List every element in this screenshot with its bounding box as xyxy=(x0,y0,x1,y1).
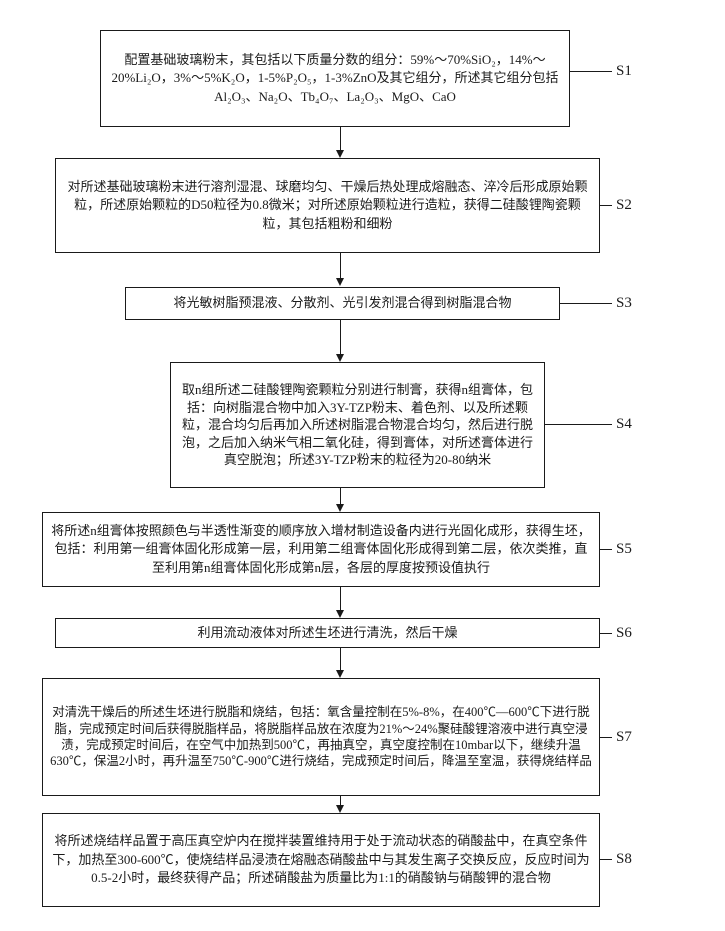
step-label-s7: S7 xyxy=(616,729,632,745)
connector-line-s2 xyxy=(600,205,612,206)
flow-arrow-head-4 xyxy=(336,504,344,512)
flow-step-text-s7: 对清洗干燥后的所述生坯进行脱脂和烧结，包括：氧含量控制在5%-8%，在400℃—… xyxy=(50,705,592,769)
flow-step-box-s8: 将所述烧结样品置于高压真空炉内在搅拌装置维持用于处于流动状态的硝酸盐中，在真空条… xyxy=(42,813,600,907)
flow-arrow-head-2 xyxy=(336,278,344,286)
flow-step-box-s5: 将所述n组膏体按照颜色与半透性渐变的顺序放入增材制造设备内进行光固化成形，获得生… xyxy=(42,512,600,587)
flow-step-text-s5: 将所述n组膏体按照颜色与半透性渐变的顺序放入增材制造设备内进行光固化成形，获得生… xyxy=(51,522,591,575)
flow-arrow-head-6 xyxy=(336,670,344,678)
flow-arrow-head-3 xyxy=(336,354,344,362)
connector-line-s3 xyxy=(560,303,612,304)
flow-step-text-s6: 利用流动液体对所述生坯进行清洗，然后干燥 xyxy=(197,624,458,640)
flow-step-box-s2: 对所述基础玻璃粉末进行溶剂湿混、球磨均匀、干燥后热处理成熔融态、淬冷后形成原始颗… xyxy=(55,158,600,253)
step-label-s4: S4 xyxy=(616,416,632,432)
flow-step-box-s7: 对清洗干燥后的所述生坯进行脱脂和烧结，包括：氧含量控制在5%-8%，在400℃—… xyxy=(42,678,600,796)
flow-arrow-line-4 xyxy=(340,488,341,505)
step-label-s1: S1 xyxy=(616,63,632,79)
flow-arrow-line-6 xyxy=(340,648,341,671)
flow-step-box-s3: 将光敏树脂预混液、分散剂、光引发剂混合得到树脂混合物 xyxy=(125,287,560,320)
step-label-s2: S2 xyxy=(616,197,632,213)
step-label-s5: S5 xyxy=(616,541,632,557)
flow-step-text-s4: 取n组所述二硅酸锂陶瓷颗粒分别进行制膏，获得n组膏体，包括：向树脂混合物中加入3… xyxy=(181,382,533,468)
step-label-s8: S8 xyxy=(616,851,632,867)
flow-arrow-line-2 xyxy=(340,253,341,279)
flow-arrow-line-1 xyxy=(340,127,341,151)
flow-step-box-s1: 配置基础玻璃粉末，其包括以下质量分数的组分：59%～70%SiO₂，14%～20… xyxy=(100,30,570,127)
flow-arrow-line-5 xyxy=(340,587,341,611)
connector-line-s5 xyxy=(600,549,612,550)
flow-step-text-s2: 对所述基础玻璃粉末进行溶剂湿混、球磨均匀、干燥后热处理成熔融态、淬冷后形成原始颗… xyxy=(67,178,588,231)
flow-arrow-line-7 xyxy=(340,796,341,806)
flow-arrow-head-5 xyxy=(336,610,344,618)
connector-line-s7 xyxy=(600,737,612,738)
flow-step-box-s4: 取n组所述二硅酸锂陶瓷颗粒分别进行制膏，获得n组膏体，包括：向树脂混合物中加入3… xyxy=(170,362,545,488)
step-label-s3: S3 xyxy=(616,295,632,311)
flow-step-text-s1: 配置基础玻璃粉末，其包括以下质量分数的组分：59%～70%SiO₂，14%～20… xyxy=(111,51,559,104)
connector-line-s6 xyxy=(600,633,612,634)
connector-line-s4 xyxy=(545,424,612,425)
flow-arrow-head-7 xyxy=(336,805,344,813)
flow-arrow-line-3 xyxy=(340,320,341,355)
flow-arrow-head-1 xyxy=(336,150,344,158)
flow-step-text-s8: 将所述烧结样品置于高压真空炉内在搅拌装置维持用于处于流动状态的硝酸盐中，在真空条… xyxy=(52,833,590,886)
step-label-s6: S6 xyxy=(616,625,632,641)
connector-line-s8 xyxy=(600,859,612,860)
flow-step-text-s3: 将光敏树脂预混液、分散剂、光引发剂混合得到树脂混合物 xyxy=(173,295,512,311)
connector-line-s1 xyxy=(570,71,612,72)
flow-step-box-s6: 利用流动液体对所述生坯进行清洗，然后干燥 xyxy=(55,618,600,648)
